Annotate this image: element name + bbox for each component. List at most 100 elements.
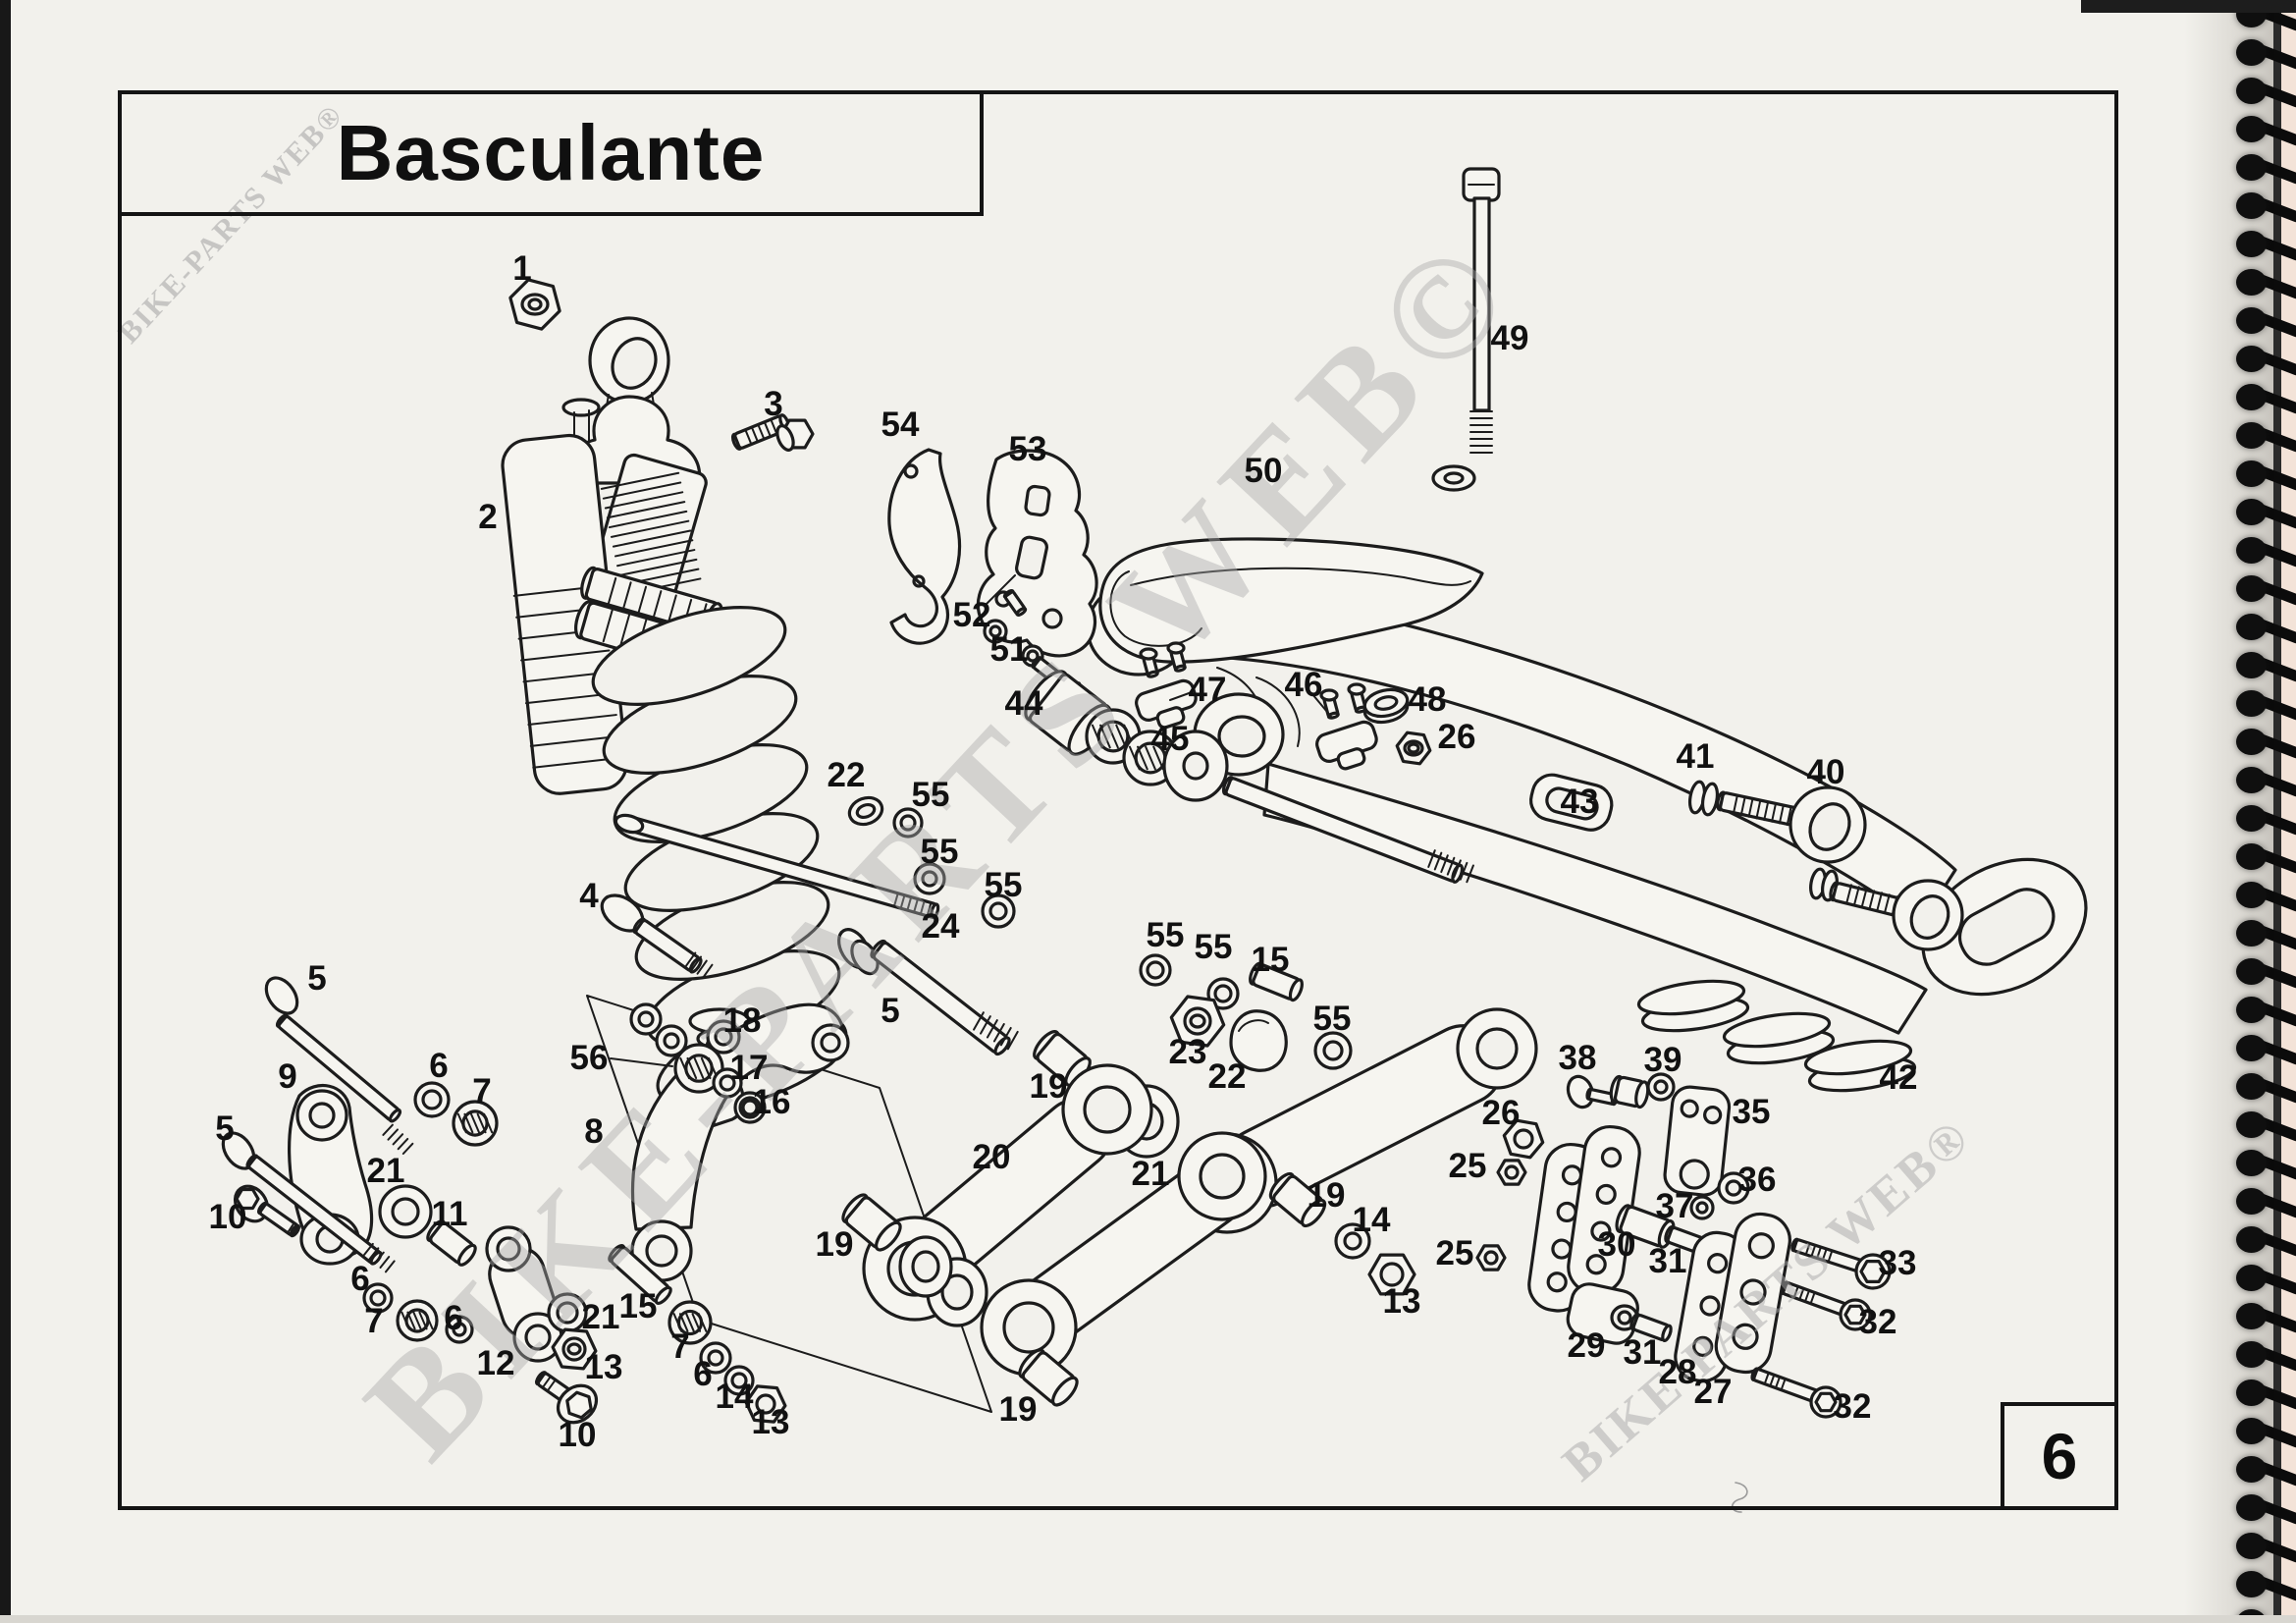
part-label-29: 29 [1567, 1326, 1606, 1365]
part-label-48: 48 [1408, 680, 1447, 719]
binding-hole [2236, 1073, 2267, 1100]
part-label-51: 51 [989, 630, 1029, 669]
part-label-15: 15 [618, 1287, 658, 1325]
part-label-5: 5 [881, 992, 900, 1030]
part-label-17: 17 [729, 1049, 769, 1087]
part-label-6: 6 [444, 1299, 463, 1337]
binding-hole [2236, 1341, 2267, 1368]
page-number: 6 [2041, 1420, 2078, 1492]
part-label-45: 45 [1150, 720, 1190, 758]
binding-hole [2236, 192, 2267, 219]
binding-hole [2236, 307, 2267, 334]
part-label-44: 44 [1004, 684, 1043, 723]
binding-hole [2236, 767, 2267, 793]
binding-hole [2236, 805, 2267, 832]
binding-hole [2236, 384, 2267, 410]
part-label-6: 6 [429, 1047, 449, 1085]
part-label-25: 25 [1435, 1234, 1474, 1272]
scan-left-edge [0, 0, 11, 1623]
part-label-8: 8 [584, 1112, 604, 1151]
binding-hole [2236, 269, 2267, 296]
part-label-22: 22 [827, 756, 866, 794]
binding-hole [2236, 1303, 2267, 1329]
pivot-stack-drawing [1024, 670, 1474, 884]
leader-lines [610, 574, 1333, 1067]
binding-hole [2236, 1150, 2267, 1176]
part-label-39: 39 [1643, 1041, 1682, 1079]
bolt-49-drawing [1431, 167, 1501, 492]
part-label-49: 49 [1490, 319, 1529, 357]
part-label-36: 36 [1737, 1161, 1777, 1199]
part-label-52: 52 [952, 596, 991, 634]
part-label-53: 53 [1008, 430, 1047, 468]
part-label-13: 13 [1382, 1282, 1421, 1321]
left-bracket-drawing [221, 976, 672, 1425]
binding-hole [2236, 1226, 2267, 1253]
part-label-22: 22 [1207, 1057, 1247, 1096]
part-label-6: 6 [350, 1260, 370, 1298]
part-label-19: 19 [1307, 1176, 1346, 1215]
part-label-20: 20 [972, 1138, 1011, 1176]
part-label-26: 26 [1437, 718, 1476, 756]
binding-hole [2236, 1380, 2267, 1406]
binding-hole [2236, 729, 2267, 755]
binding-hole [2236, 1533, 2267, 1559]
page-number-box: 6 [2001, 1402, 2118, 1510]
part-label-55: 55 [920, 833, 959, 871]
part-label-23: 23 [1168, 1033, 1207, 1071]
chain-slider-drawing [1098, 537, 1484, 664]
binding-hole [2236, 958, 2267, 985]
binding-hole [2236, 1494, 2267, 1521]
binding-hole [2236, 116, 2267, 142]
diagram-frame [118, 90, 2118, 1510]
part-label-19: 19 [998, 1390, 1038, 1429]
roller-bracket-drawing [1135, 641, 1432, 771]
part-label-55: 55 [1194, 928, 1233, 966]
part-label-1: 1 [512, 249, 532, 288]
binding-hole [2236, 843, 2267, 870]
part-label-2: 2 [478, 498, 498, 536]
part-label-14: 14 [1352, 1201, 1391, 1239]
part-label-27: 27 [1693, 1373, 1733, 1411]
part-label-21: 21 [1131, 1155, 1170, 1193]
part-label-19: 19 [1029, 1067, 1068, 1106]
linkage-bolt-drawing [614, 795, 1353, 1087]
part-label-7: 7 [472, 1072, 492, 1110]
part-label-5: 5 [307, 959, 327, 998]
part-label-7: 7 [364, 1302, 384, 1340]
linkage-drawing [667, 1007, 1538, 1424]
chain-adjuster-drawing [1687, 780, 1964, 951]
binding-hole [2236, 422, 2267, 449]
part-label-12: 12 [476, 1344, 515, 1382]
binding-hole [2236, 1571, 2267, 1597]
binding-hole [2236, 882, 2267, 908]
rocker-arm-drawing [629, 1002, 850, 1282]
pads-42-drawing [1636, 979, 1917, 1093]
part-label-50: 50 [1244, 452, 1283, 490]
part-label-31: 31 [1648, 1242, 1687, 1280]
part-label-55: 55 [984, 866, 1023, 904]
part-label-46: 46 [1284, 666, 1323, 704]
binding-hole [2236, 499, 2267, 525]
part-label-47: 47 [1188, 671, 1227, 709]
binding-hole [2236, 1456, 2267, 1483]
part-label-24: 24 [921, 907, 960, 946]
part-label-15: 15 [1251, 941, 1290, 979]
part-label-6: 6 [693, 1355, 713, 1393]
binding-hole [2236, 1418, 2267, 1444]
part-label-25: 25 [1448, 1147, 1487, 1185]
part-label-55: 55 [1312, 1000, 1352, 1038]
binding-hole [2236, 231, 2267, 257]
part-label-55: 55 [911, 776, 950, 814]
part-label-33: 33 [1878, 1244, 1917, 1282]
part-label-31: 31 [1623, 1333, 1662, 1372]
part-label-42: 42 [1879, 1058, 1918, 1097]
part-label-7: 7 [670, 1327, 690, 1366]
binding-hole [2236, 1265, 2267, 1291]
part-label-16: 16 [752, 1083, 791, 1121]
part-label-38: 38 [1558, 1039, 1597, 1077]
part-label-43: 43 [1560, 783, 1599, 821]
binding-hole [2236, 652, 2267, 678]
